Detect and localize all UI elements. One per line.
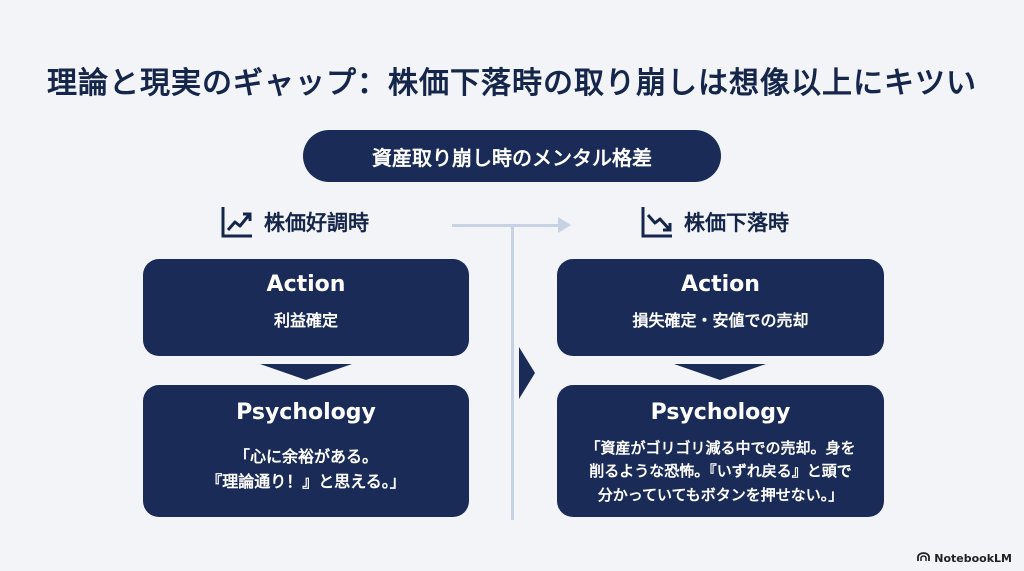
center-arrow-icon bbox=[519, 347, 535, 399]
right-column-heading-label: 株価下落時 bbox=[684, 211, 789, 235]
trend-down-chart-icon bbox=[640, 205, 674, 239]
top-connector-arrowhead bbox=[558, 217, 571, 233]
right-action-text: 損失確定・安値での売却 bbox=[632, 311, 809, 330]
right-psychology-line: 分かっていてもボタンを押せない。」 bbox=[597, 485, 844, 504]
notebooklm-label: NotebookLM bbox=[934, 552, 1012, 565]
right-psychology-box: Psychology 「資産がゴリゴリ減る中での売却。身を 削るような恐怖。『い… bbox=[557, 385, 884, 517]
left-column-heading: 株価好調時 bbox=[220, 204, 369, 240]
subtitle-label: 資産取り崩し時のメンタル格差 bbox=[372, 145, 652, 170]
center-divider-line bbox=[511, 226, 514, 520]
subtitle-pill: 資産取り崩し時のメンタル格差 bbox=[303, 130, 721, 182]
top-connector-line bbox=[452, 224, 560, 227]
left-psychology-heading: Psychology bbox=[236, 400, 376, 425]
right-psychology-line: 「資産がゴリゴリ減る中での売却。身を bbox=[585, 439, 856, 457]
right-down-arrow-icon bbox=[674, 364, 766, 380]
right-column-heading: 株価下落時 bbox=[640, 204, 789, 240]
left-psychology-line: 「心に余裕がある。 bbox=[233, 447, 378, 466]
right-psychology-line: 削るような恐怖。『いずれ戻る』と頭で bbox=[589, 462, 852, 481]
page-title: 理論と現実のギャップ：株価下落時の取り崩しは想像以上にキツい bbox=[47, 66, 977, 101]
notebooklm-logo-icon bbox=[917, 552, 931, 565]
trend-up-chart-icon bbox=[220, 205, 254, 239]
left-psychology-box: Psychology 「心に余裕がある。 『理論通り！』と思える。」 bbox=[143, 385, 469, 517]
right-action-heading: Action bbox=[681, 272, 760, 297]
left-down-arrow-icon bbox=[260, 364, 352, 380]
left-psychology-line: 『理論通り！』と思える。」 bbox=[206, 471, 406, 491]
left-column-heading-label: 株価好調時 bbox=[264, 211, 369, 235]
left-action-box: Action 利益確定 bbox=[143, 259, 469, 356]
right-psychology-heading: Psychology bbox=[650, 400, 791, 425]
left-action-heading: Action bbox=[266, 272, 346, 297]
right-action-box: Action 損失確定・安値での売却 bbox=[557, 259, 884, 356]
notebooklm-watermark: NotebookLM bbox=[917, 552, 1012, 565]
left-action-text: 利益確定 bbox=[273, 311, 338, 330]
